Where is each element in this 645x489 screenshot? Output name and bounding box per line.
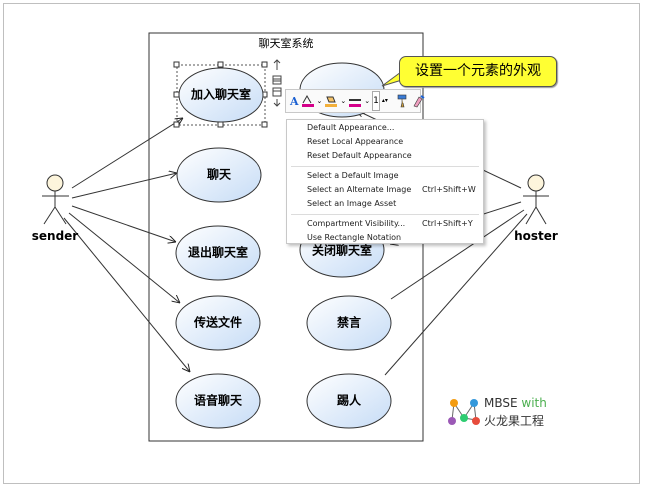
menu-item-select-image-asset[interactable]: Select an Image Asset bbox=[287, 197, 483, 210]
menu-label: Default Appearance... bbox=[307, 123, 395, 132]
menu-shortcut: Ctrl+Shift+W bbox=[422, 185, 476, 194]
menu-item-default-appearance[interactable]: Default Appearance... bbox=[287, 121, 483, 134]
menu-separator bbox=[291, 214, 479, 215]
menu-separator bbox=[291, 166, 479, 167]
menu-label: Select an Alternate Image bbox=[307, 185, 412, 194]
menu-item-rectangle-notation[interactable]: Use Rectangle Notation bbox=[287, 231, 483, 244]
menu-item-reset-local-appearance[interactable]: Reset Local Appearance bbox=[287, 135, 483, 148]
actor-sender[interactable] bbox=[42, 174, 69, 225]
logo-with: with bbox=[521, 396, 547, 410]
menu-label: Select an Image Asset bbox=[307, 199, 397, 208]
clear-style-icon[interactable] bbox=[412, 92, 426, 110]
use-case-voice-label: 语音聊天 bbox=[194, 393, 243, 408]
association-hoster-kick bbox=[384, 213, 528, 376]
chevron-down-icon[interactable]: ⌄ bbox=[316, 97, 323, 105]
system-title: 聊天室系统 bbox=[259, 36, 314, 50]
line-width-stepper[interactable]: 1 bbox=[372, 91, 380, 111]
actor-sender-label: sender bbox=[32, 229, 79, 243]
menu-shortcut: Ctrl+Shift+Y bbox=[422, 219, 473, 228]
fill-color-icon[interactable] bbox=[324, 92, 338, 110]
menu-item-select-alternate-image[interactable]: Select an Alternate Image Ctrl+Shift+W bbox=[287, 183, 483, 196]
actor-hoster-label: hoster bbox=[514, 229, 558, 243]
stepper-arrows-icon[interactable]: ▴▾ bbox=[381, 97, 388, 104]
use-case-kick[interactable]: 踢人 bbox=[306, 373, 392, 429]
selection-handles[interactable] bbox=[173, 61, 268, 128]
use-case-send-file[interactable]: 传送文件 bbox=[175, 295, 261, 351]
tooltip-callout: 设置一个元素的外观 bbox=[399, 56, 557, 87]
use-case-chat[interactable]: 聊天 bbox=[176, 147, 262, 203]
menu-label: Reset Local Appearance bbox=[307, 137, 404, 146]
logo-line1: MBSE with bbox=[484, 396, 547, 410]
quick-link-arrow-icon bbox=[273, 59, 281, 70]
actor-hoster[interactable] bbox=[523, 174, 549, 225]
association-sender-chat bbox=[71, 173, 177, 199]
menu-label: Compartment Visibility... bbox=[307, 219, 406, 228]
menu-item-select-default-image[interactable]: Select a Default Image bbox=[287, 169, 483, 182]
sender-associations bbox=[63, 118, 190, 372]
appearance-toolbar: A ⌄ ⌄ ⌄ 1 ▴▾ bbox=[285, 89, 425, 113]
use-case-join[interactable]: 加入聊天室 bbox=[178, 67, 264, 123]
format-painter-icon[interactable] bbox=[396, 92, 410, 110]
association-sender-sendfile bbox=[68, 212, 180, 303]
menu-item-reset-default-appearance[interactable]: Reset Default Appearance bbox=[287, 149, 483, 162]
appearance-context-menu: Default Appearance... Reset Local Appear… bbox=[286, 119, 484, 244]
quick-link-down-icon bbox=[273, 99, 281, 107]
use-case-close-label: 关闭聊天室 bbox=[312, 243, 372, 258]
logo-graph-icon bbox=[448, 399, 480, 425]
use-case-leave-label: 退出聊天室 bbox=[188, 245, 248, 260]
chevron-down-icon[interactable]: ⌄ bbox=[364, 97, 371, 105]
menu-label: Select a Default Image bbox=[307, 171, 399, 180]
association-sender-leave bbox=[71, 205, 176, 242]
association-hoster-mute bbox=[390, 209, 525, 300]
use-case-kick-label: 踢人 bbox=[337, 393, 362, 408]
logo-line2: 火龙果工程 bbox=[484, 414, 545, 428]
use-case-mute-label: 禁言 bbox=[337, 315, 361, 330]
font-icon[interactable]: A bbox=[290, 94, 299, 108]
use-case-leave[interactable]: 退出聊天室 bbox=[175, 225, 261, 281]
menu-label: Reset Default Appearance bbox=[307, 151, 412, 160]
mbse-logo: MBSE with 火龙果工程 bbox=[447, 395, 567, 431]
use-case-mute[interactable]: 禁言 bbox=[306, 295, 392, 351]
menu-item-compartment-visibility[interactable]: Compartment Visibility... Ctrl+Shift+Y bbox=[287, 217, 483, 230]
logo-mbse: MBSE bbox=[484, 396, 518, 410]
use-case-voice[interactable]: 语音聊天 bbox=[175, 373, 261, 429]
font-color-icon[interactable] bbox=[301, 92, 315, 110]
line-color-icon[interactable] bbox=[348, 92, 362, 110]
association-sender-voice bbox=[63, 217, 190, 372]
quick-link-handles[interactable] bbox=[271, 58, 283, 108]
use-case-chat-label: 聊天 bbox=[207, 167, 232, 182]
chevron-down-icon[interactable]: ⌄ bbox=[340, 97, 347, 105]
association-sender-join bbox=[71, 118, 183, 189]
use-case-send-file-label: 传送文件 bbox=[193, 315, 242, 330]
menu-label: Use Rectangle Notation bbox=[307, 233, 402, 242]
use-case-join-label: 加入聊天室 bbox=[190, 87, 251, 102]
